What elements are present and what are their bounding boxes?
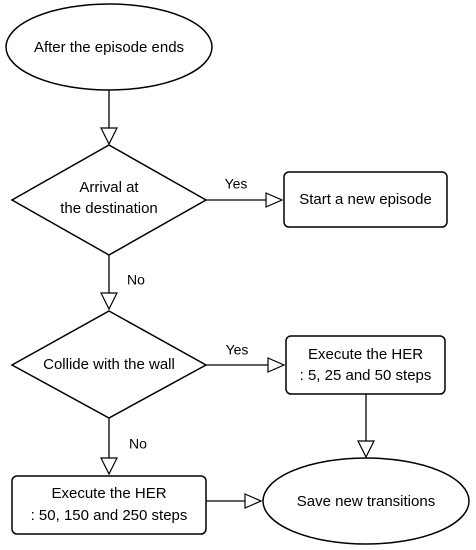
her-small-line1: Execute the HER — [308, 346, 423, 363]
edge-arrival-no: No — [100, 255, 145, 311]
decision-arrival-line1: Arrival at — [79, 179, 139, 196]
edge-arrival-yes: Yes — [206, 176, 284, 208]
her-large-line2: : 50, 150 and 250 steps — [31, 507, 188, 524]
her-large-line1: Execute the HER — [51, 485, 166, 502]
decision-arrival-line2: the destination — [60, 200, 158, 217]
edge-collide-no: No — [100, 418, 147, 476]
new-episode-node: Start a new episode — [283, 171, 448, 228]
edge-label-arrival-no: No — [127, 272, 145, 288]
save-node: Save new transitions — [262, 457, 470, 545]
start-node-label: After the episode ends — [34, 39, 184, 56]
her-small-node: Execute the HER : 5, 25 and 50 steps — [285, 335, 446, 395]
her-large-node: Execute the HER : 50, 150 and 250 steps — [11, 475, 207, 535]
edge-label-collide-no: No — [129, 436, 147, 452]
edge-collide-yes: Yes — [206, 342, 286, 373]
decision-collide-label: Collide with the wall — [43, 356, 175, 373]
decision-collide: Collide with the wall — [10, 310, 208, 419]
edge-her-small-to-save — [357, 394, 375, 459]
decision-arrival: Arrival at the destination — [10, 144, 208, 256]
edge-label-arrival-yes: Yes — [225, 176, 248, 192]
edge-her-large-to-save — [206, 493, 263, 509]
save-node-label: Save new transitions — [297, 493, 435, 510]
edge-label-collide-yes: Yes — [226, 342, 249, 358]
her-small-line2: : 5, 25 and 50 steps — [300, 367, 432, 384]
new-episode-label: Start a new episode — [299, 191, 432, 208]
edge-start-to-arrival — [100, 90, 118, 146]
start-node: After the episode ends — [5, 3, 213, 91]
